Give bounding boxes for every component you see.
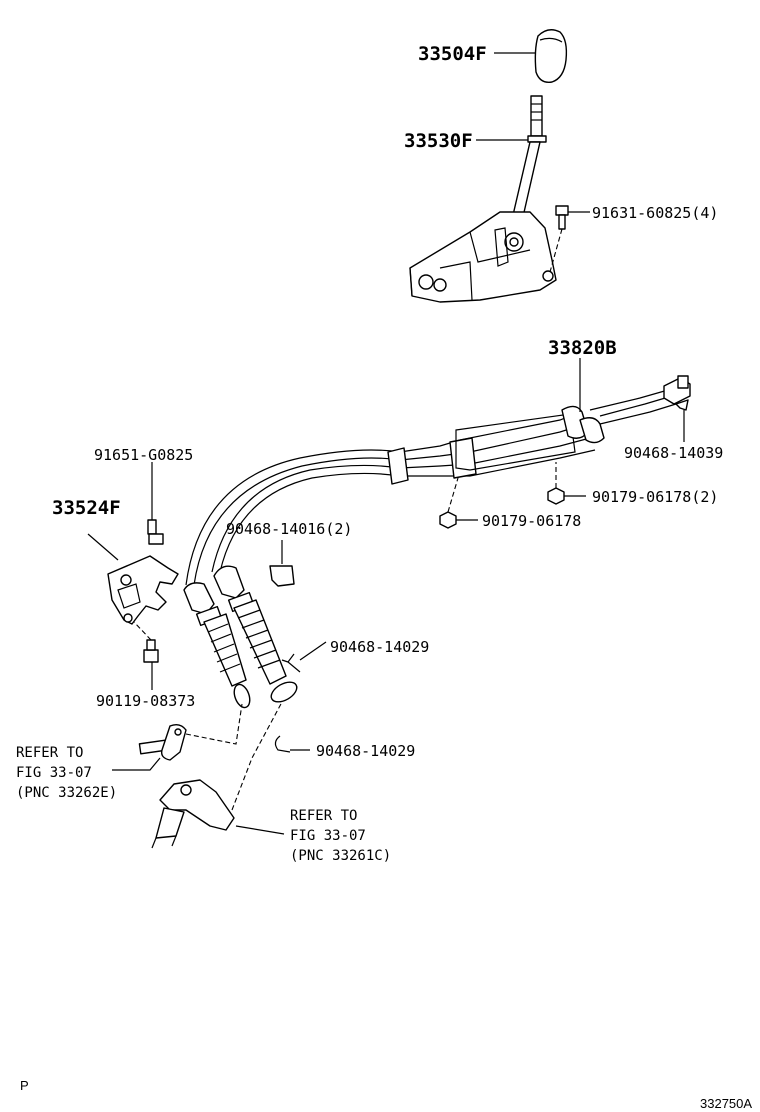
callout-clip-14016: 90468-14016(2) (226, 520, 352, 538)
callout-bracket-bolt: 91651-G0825 (94, 446, 193, 464)
callout-lever: 33530F (404, 130, 473, 152)
cable-end-right (213, 565, 298, 703)
shift-lever (509, 95, 547, 231)
clip-14029-b (274, 735, 291, 753)
bracket-bolt (147, 519, 164, 545)
ref-right-line2: FIG 33-07 (290, 828, 366, 844)
leader-14029-a (299, 641, 327, 661)
cable-end-left (183, 582, 251, 709)
callout-nut2: 90179-06178(2) (592, 488, 718, 506)
shift-lever-shaft (151, 779, 235, 849)
cable-bracket (107, 555, 179, 625)
nut (439, 511, 457, 529)
corner-left-mark: P (20, 1078, 29, 1093)
corner-right-code: 332750A (700, 1096, 752, 1111)
clip-14016 (269, 565, 295, 587)
callout-nut: 90179-06178 (482, 512, 581, 530)
callout-cable: 33820B (548, 337, 617, 359)
ref-right-line1: REFER TO (290, 808, 357, 824)
callout-knob: 33504F (418, 43, 487, 65)
ref-right-line3: (PNC 33261C) (290, 848, 391, 864)
leader-ref-left (112, 757, 161, 771)
leader-bracket (87, 533, 119, 561)
link-dash-b (231, 701, 283, 811)
bracket-pin (143, 639, 159, 663)
shift-housing (409, 211, 557, 303)
pin-dash (133, 621, 152, 641)
ref-left-line2: FIG 33-07 (16, 765, 92, 781)
select-lever (138, 723, 187, 761)
callout-clip-14029-b: 90468-14029 (316, 742, 415, 760)
clip-14039 (675, 399, 689, 411)
nut-dash (447, 477, 459, 513)
clip-14029-a (281, 653, 301, 673)
callout-bracket: 33524F (52, 497, 121, 519)
shift-knob (534, 29, 568, 83)
ref-left-line1: REFER TO (16, 745, 83, 761)
nut-2 (547, 487, 565, 505)
callout-pin: 90119-08373 (96, 692, 195, 710)
callout-bolt4: 91631-60825(4) (592, 204, 718, 222)
ref-left-line3: (PNC 33262E) (16, 785, 117, 801)
housing-bolt (555, 205, 569, 230)
callout-clip-14039: 90468-14039 (624, 444, 723, 462)
leader-ref-right (235, 825, 285, 835)
link-dash-a (185, 703, 243, 745)
control-cable (185, 375, 691, 586)
callout-clip-14029-a: 90468-14029 (330, 638, 429, 656)
